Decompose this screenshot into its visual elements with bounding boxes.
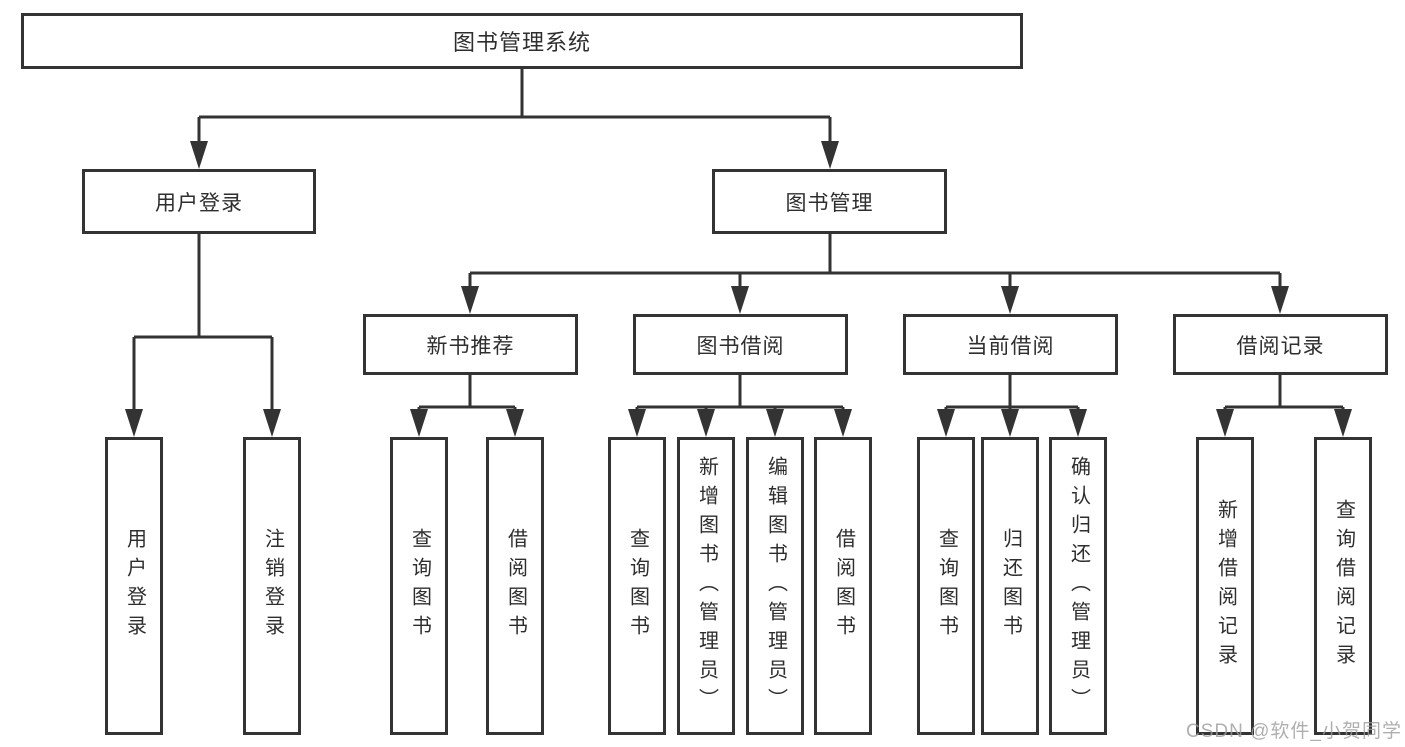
leaf-query-borrow-record-label: 查询借阅记录: [1332, 499, 1355, 673]
connector-borrow-record-children: [1216, 375, 1352, 437]
node-book-mgmt: 图书管理: [712, 169, 947, 234]
leaf-borrow-book-label: 借阅图书: [832, 528, 855, 644]
node-borrow-record-label: 借阅记录: [1236, 334, 1325, 358]
node-borrow-record: 借阅记录: [1173, 314, 1388, 375]
leaf-edit-book-admin: 编辑图书（管理员）: [746, 437, 804, 735]
leaf-logout-label: 注销登录: [261, 528, 284, 644]
node-current-borrow: 当前借阅: [903, 314, 1118, 375]
leaf-return-book-label: 归还图书: [999, 528, 1022, 644]
connector-book-borrow-children: [628, 375, 852, 437]
node-root: 图书管理系统: [21, 13, 1023, 69]
leaf-query-book-borrow-label: 查询图书: [626, 528, 649, 644]
leaf-add-book-admin: 新增图书（管理员）: [677, 437, 735, 735]
node-book-borrow-label: 图书借阅: [696, 334, 785, 358]
connector-root-to-level2: [190, 69, 839, 169]
leaf-query-book-current-label: 查询图书: [935, 528, 958, 644]
leaf-edit-book-admin-label: 编辑图书（管理员）: [764, 455, 787, 717]
node-current-borrow-label: 当前借阅: [966, 334, 1055, 358]
leaf-query-book-recommend: 查询图书: [390, 437, 448, 735]
leaf-query-borrow-record: 查询借阅记录: [1314, 437, 1372, 735]
node-new-book-recommend: 新书推荐: [363, 314, 578, 375]
leaf-add-book-admin-label: 新增图书（管理员）: [695, 455, 718, 717]
connector-new-book-recommend-children: [410, 375, 524, 437]
leaf-return-book: 归还图书: [981, 437, 1039, 735]
leaf-query-book-borrow: 查询图书: [608, 437, 666, 735]
leaf-confirm-return-admin-label: 确认归还（管理员）: [1067, 455, 1090, 717]
leaf-logout: 注销登录: [243, 437, 301, 735]
leaf-add-borrow-record: 新增借阅记录: [1196, 437, 1254, 735]
leaf-add-borrow-record-label: 新增借阅记录: [1214, 499, 1237, 673]
leaf-borrow-book-recommend: 借阅图书: [486, 437, 544, 735]
leaf-user-login: 用户登录: [105, 437, 163, 735]
node-root-label: 图书管理系统: [452, 30, 591, 55]
connector-book-mgmt-children: [461, 234, 1289, 314]
node-user-login-label: 用户登录: [155, 191, 243, 215]
leaf-query-book-recommend-label: 查询图书: [408, 528, 431, 644]
node-user-login: 用户登录: [82, 169, 316, 234]
leaf-confirm-return-admin: 确认归还（管理员）: [1049, 437, 1107, 735]
leaf-borrow-book: 借阅图书: [814, 437, 872, 735]
connector-user-login-children: [125, 234, 281, 437]
node-book-mgmt-label: 图书管理: [785, 191, 874, 215]
node-book-borrow: 图书借阅: [633, 314, 848, 375]
watermark: CSDN @软件_小贺同学: [1186, 721, 1402, 742]
connector-current-borrow-children: [937, 375, 1087, 437]
node-new-book-recommend-label: 新书推荐: [426, 334, 515, 358]
leaf-user-login-label: 用户登录: [123, 528, 146, 644]
leaf-query-book-current: 查询图书: [917, 437, 975, 735]
leaf-borrow-book-recommend-label: 借阅图书: [504, 528, 527, 644]
